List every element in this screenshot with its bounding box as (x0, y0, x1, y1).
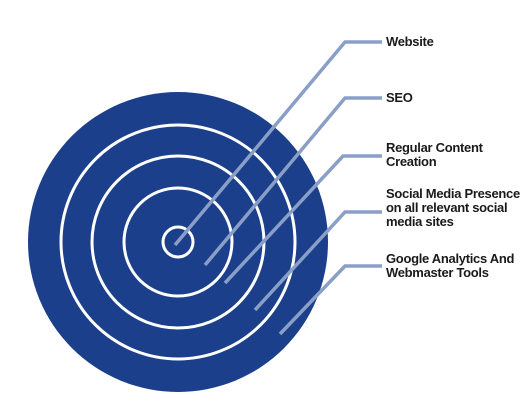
label-website: Website (386, 34, 434, 49)
leader-line-analytics (278, 264, 382, 336)
leader-line-website (173, 40, 382, 247)
label-google-analytics: Google Analytics And Webmaster Tools (386, 251, 515, 280)
leader-line-seo (203, 96, 382, 267)
label-regular-content-creation: Regular Content Creation (386, 140, 483, 169)
ring-1 (161, 225, 195, 259)
leader-line-content (223, 154, 382, 285)
ring-2 (122, 186, 234, 298)
leader-line-social (253, 210, 382, 312)
label-seo: SEO (386, 90, 413, 105)
ring-4 (59, 123, 297, 361)
label-social-media-presence: Social Media Presence on all relevant so… (386, 186, 520, 229)
